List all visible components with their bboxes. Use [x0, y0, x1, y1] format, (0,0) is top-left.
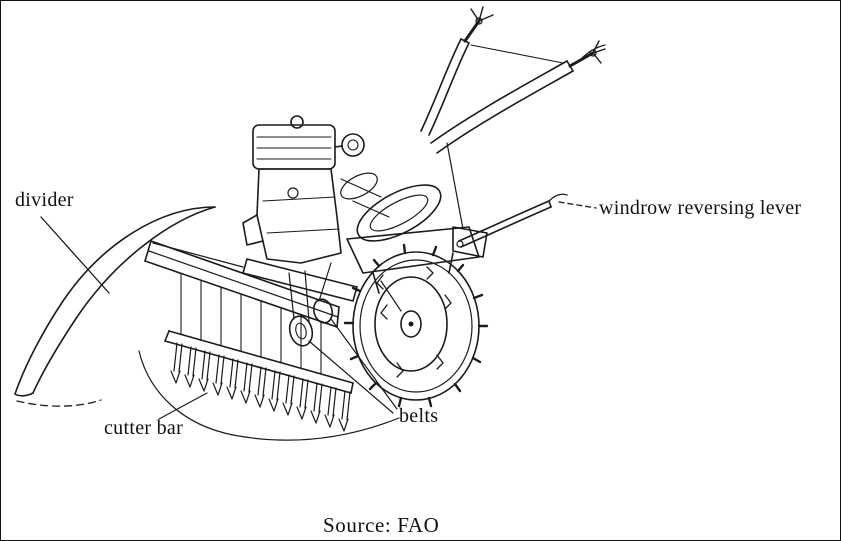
- divider-shape: [14, 206, 216, 407]
- belts-shape: [288, 262, 334, 347]
- drive-pulley-shape: [340, 172, 488, 294]
- handlebar-shape: [420, 6, 606, 230]
- engine-shape: [242, 115, 365, 302]
- windrow-lever-shape: [456, 193, 568, 248]
- label-cutter-bar: cutter bar: [104, 417, 184, 439]
- label-belts: belts: [399, 405, 439, 427]
- lever-leader-line: [558, 201, 597, 209]
- cutter-bar-leader-line: [158, 392, 208, 420]
- source-caption: Source: FAO: [323, 513, 440, 537]
- divider-leader-line: [40, 216, 110, 294]
- label-divider: divider: [15, 189, 74, 211]
- wheel-shape: [343, 243, 489, 408]
- cutter-bar-shape: [138, 240, 400, 441]
- belts-leader-lines: [308, 318, 398, 414]
- label-windrow-reversing-lever: windrow reversing lever: [599, 197, 802, 219]
